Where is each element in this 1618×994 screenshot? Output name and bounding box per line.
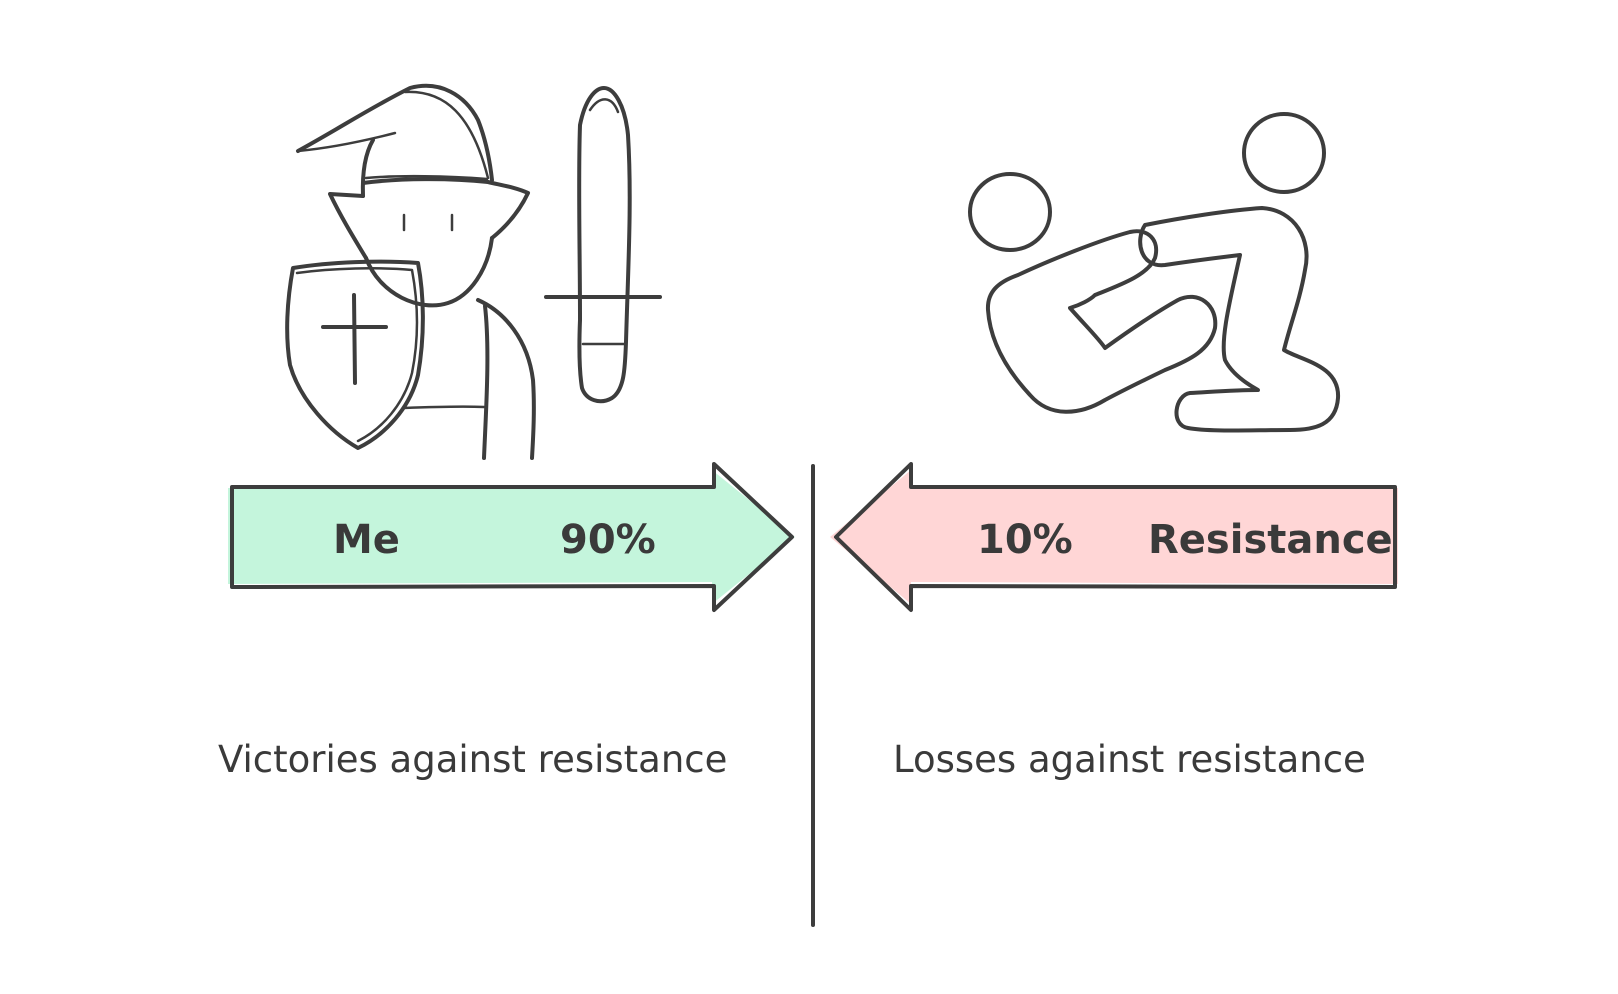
left-arrow-label: Me <box>333 517 400 563</box>
left-arrow <box>228 464 795 610</box>
left-arrow-fill <box>228 470 795 604</box>
left-caption: Victories against resistance <box>218 738 727 781</box>
right-arrow-percent: 10% <box>977 517 1073 563</box>
right-caption: Losses against resistance <box>893 738 1366 781</box>
wrestling-icon <box>970 114 1338 431</box>
left-arrow-percent: 90% <box>560 517 656 563</box>
knight-icon <box>287 86 660 458</box>
right-arrow-label: Resistance <box>1148 517 1393 563</box>
